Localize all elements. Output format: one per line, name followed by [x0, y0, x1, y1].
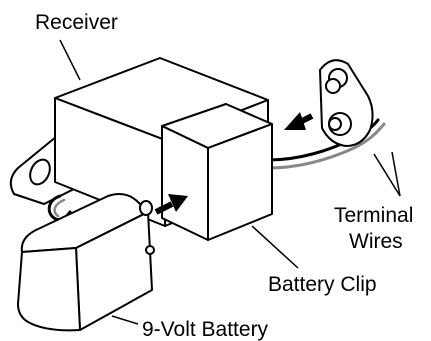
battery-clip-label: Battery Clip	[268, 273, 377, 296]
wire-gray-left	[53, 198, 66, 218]
battery-clip	[161, 103, 273, 241]
battery-clip-leader-line	[251, 225, 299, 269]
insert-arrow-lower	[154, 194, 188, 215]
battery-label: 9-Volt Battery	[142, 318, 269, 341]
nine-volt-battery	[17, 193, 155, 332]
battery-clip-right-face	[207, 123, 273, 241]
terminal-wires-leader-a	[373, 153, 401, 197]
insert-arrow-upper	[284, 112, 314, 130]
receiver-mounting-hole	[29, 158, 51, 186]
battery-leader-line	[111, 315, 139, 325]
receiver-leader-line	[59, 39, 81, 81]
terminal-post-inner	[328, 117, 342, 131]
battery-snap-terminal	[139, 200, 153, 216]
battery-front-face	[17, 247, 81, 332]
receiver-label: Receiver	[35, 11, 118, 34]
terminal-wires-label-line2: Wires	[349, 230, 403, 253]
terminal-plate	[319, 59, 374, 147]
battery-side-terminal	[145, 245, 155, 255]
terminal-screw-head	[325, 78, 341, 94]
terminal-wires-leader-b	[391, 151, 401, 197]
battery-top-face	[20, 193, 149, 253]
terminal-wires-label-line1: Terminal	[334, 204, 413, 227]
wire-gray	[266, 122, 386, 170]
